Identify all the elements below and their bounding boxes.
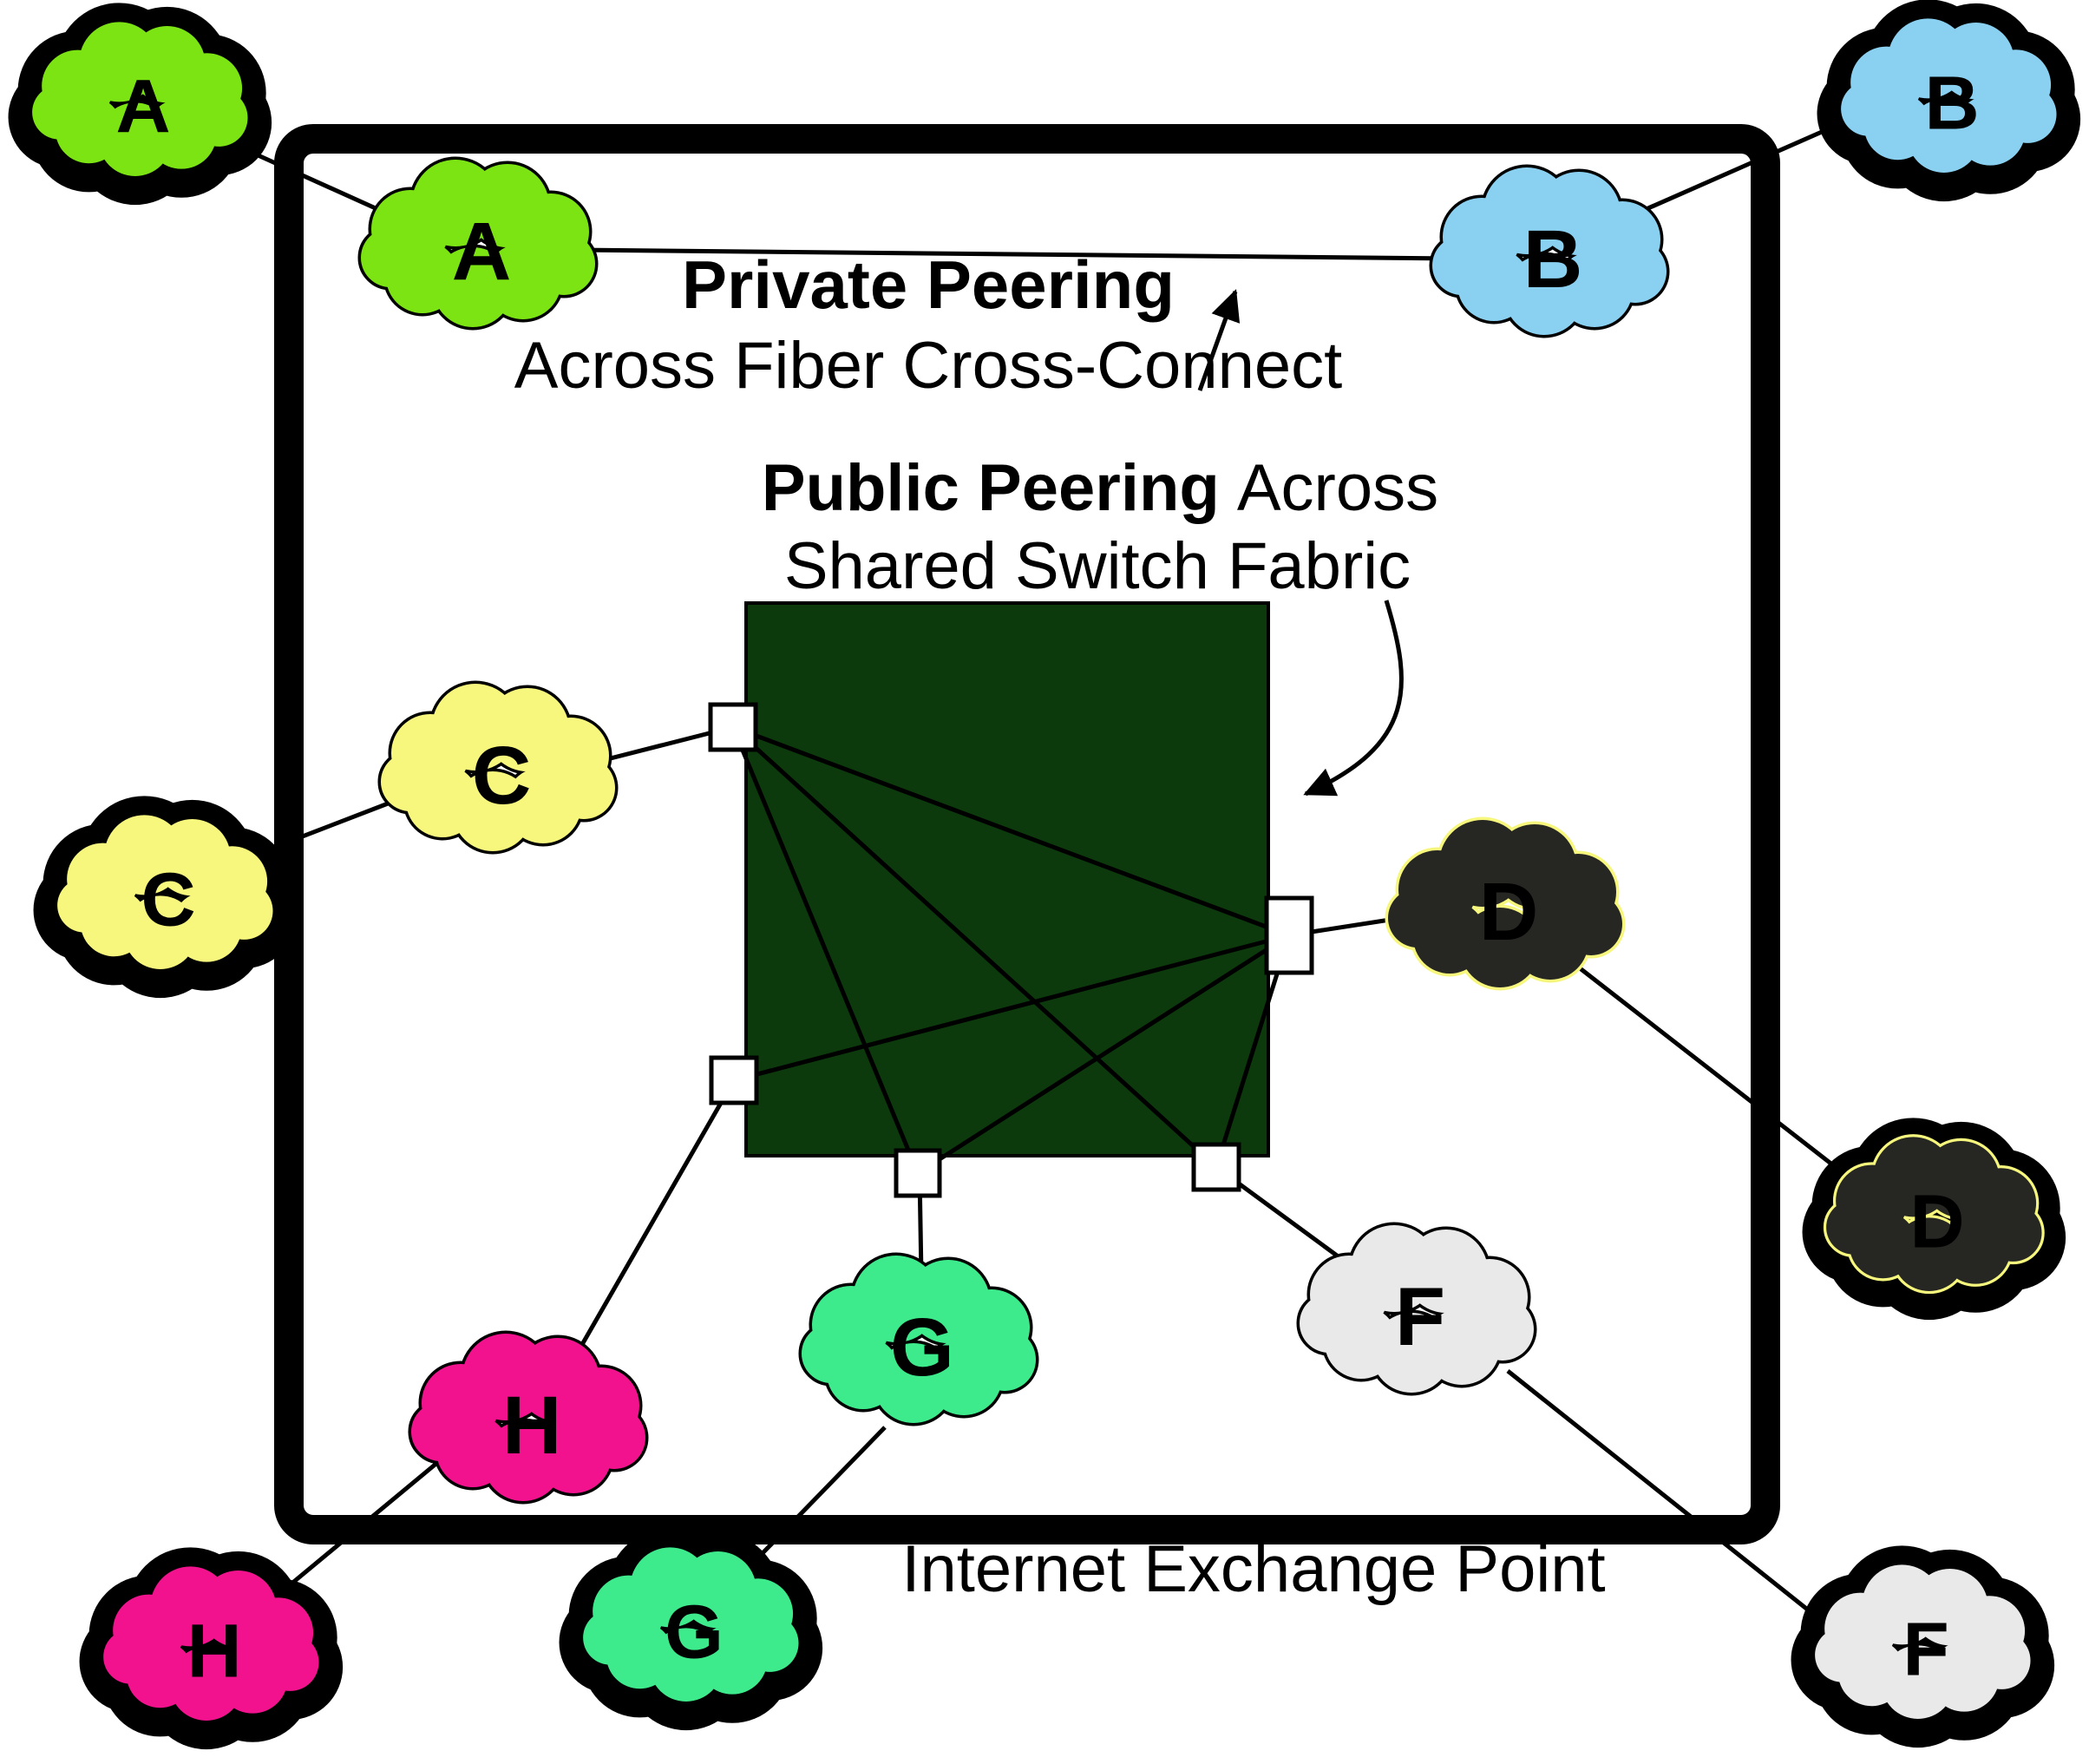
cloud-body: [361, 160, 595, 327]
cloud-body-bump: [32, 85, 87, 140]
cloud-body-bump: [583, 1610, 638, 1665]
shared-switch-fabric: [744, 601, 1270, 1157]
cloud-body-bump: [361, 228, 420, 287]
cloud-label-b-inner: B: [1523, 213, 1583, 305]
cloud-body: [802, 1256, 1036, 1423]
cloud-b-inner: B: [1429, 164, 1670, 338]
public-peering-subtitle: Shared Switch Fabric: [784, 529, 1411, 603]
cloud-g-inner: G: [798, 1252, 1039, 1426]
cloud-a-outer: A: [8, 3, 272, 206]
switch-port-1: [708, 702, 758, 752]
cloud-body-bump: [411, 1402, 470, 1461]
cloud-a-inner: A: [357, 156, 599, 331]
cloud-d-outer: D: [1802, 1118, 2066, 1321]
cloud-label-c-inner: C: [472, 730, 532, 822]
cloud-c-outer: C: [33, 796, 298, 999]
cloud-c-inner: C: [377, 680, 619, 855]
fabric-link-p2-p4: [916, 933, 1291, 1176]
cloud-label-h-outer: H: [187, 1608, 241, 1693]
cloud-body: [381, 684, 615, 851]
switch-port-5: [1191, 1142, 1241, 1192]
cloud-label-g-inner: G: [890, 1302, 954, 1393]
cloud-g-outer: G: [559, 1528, 823, 1731]
cloud-b-outer: B: [1817, 0, 2081, 202]
cloud-label-a-outer: A: [115, 63, 170, 148]
cloud-body: [103, 1566, 319, 1721]
cloud-body-bump: [1300, 1294, 1359, 1353]
switch-port-2: [1264, 895, 1314, 975]
fabric-link-p2-p3: [733, 933, 1290, 1083]
cloud-body-bump: [802, 1324, 861, 1383]
cloud-label-d-outer: D: [1909, 1178, 1964, 1263]
cloud-h-outer: H: [79, 1547, 344, 1750]
cloud-label-f-inner: F: [1395, 1271, 1445, 1363]
cloud-label-d-inner: D: [1479, 866, 1539, 958]
cloud-body: [1826, 1137, 2042, 1291]
cloud-body: [1432, 167, 1667, 335]
cloud-body: [583, 1547, 799, 1702]
link-c-outer-to-c-inner: [277, 794, 407, 849]
cloud-body: [1841, 18, 2057, 173]
link-a-inner-to-b-inner: [576, 247, 1458, 261]
cloud-body: [1300, 1225, 1534, 1393]
fabric-link-p1-p4: [730, 726, 920, 1174]
cloud-body-bump: [57, 878, 112, 933]
cloud-body-bump: [381, 752, 440, 811]
cloud-body-bump: [1826, 1200, 1881, 1255]
ixp-caption: Internet Exchange Point: [901, 1532, 1605, 1606]
cloud-label-a-inner: A: [452, 206, 512, 298]
private-peering-subtitle: Across Fiber Cross-Connect: [514, 329, 1343, 403]
cloud-body: [32, 22, 248, 176]
cloud-body-bump: [1432, 236, 1491, 295]
cloud-body: [57, 815, 273, 969]
private-peering-arrow: [1197, 289, 1241, 391]
link-f-inner-to-f-outer: [1506, 1369, 1837, 1633]
cloud-body: [1388, 820, 1622, 987]
cloud-label-c-outer: C: [141, 856, 195, 941]
cloud-f-inner: F: [1296, 1222, 1537, 1396]
cloud-label-g-outer: G: [665, 1589, 724, 1674]
cloud-body-bump: [1388, 889, 1447, 948]
cloud-body-bump: [1815, 1628, 1870, 1682]
fabric-link-p1-p2: [732, 725, 1290, 938]
cloud-body-bump: [1841, 82, 1896, 136]
link-port3-to-h-inner: [574, 1079, 737, 1355]
cloud-body: [411, 1334, 645, 1501]
annotation-arrows: [1197, 289, 1404, 797]
cloud-label-h-inner: H: [502, 1380, 562, 1472]
cloud-body: [1815, 1564, 2031, 1719]
switch-port-3: [709, 1055, 759, 1105]
cloud-body-bump: [103, 1630, 158, 1684]
cloud-d-inner: D: [1385, 816, 1626, 991]
cloud-label-f-outer: F: [1902, 1606, 1948, 1691]
cloud-h-inner: H: [408, 1330, 649, 1505]
cloud-f-outer: F: [1791, 1545, 2055, 1748]
switch-port-4: [894, 1148, 942, 1198]
private-peering-title: Private Peering: [682, 246, 1175, 323]
fabric-link-p1-p5: [731, 725, 1218, 1169]
cloud-label-b-outer: B: [1924, 60, 1979, 145]
captions: Private Peering Across Fiber Cross-Conne…: [514, 246, 1606, 1606]
public-peering-arrow: [1303, 600, 1404, 797]
